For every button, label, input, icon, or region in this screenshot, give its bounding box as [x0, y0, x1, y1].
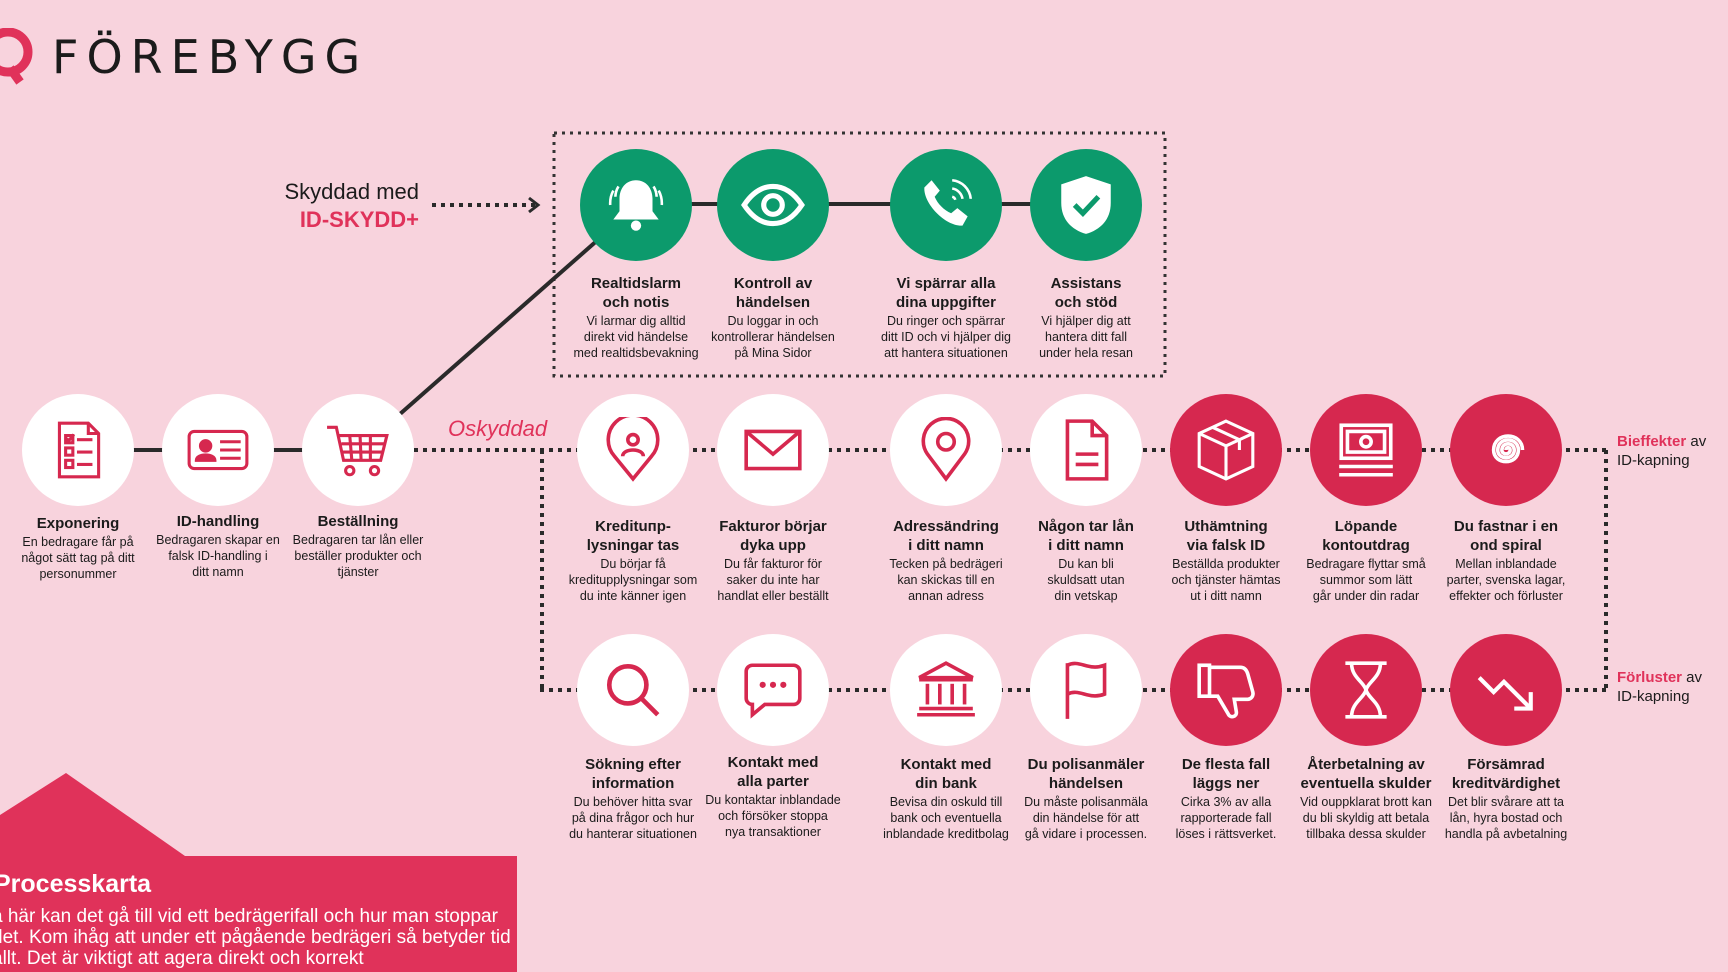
step-kreditvardighet	[1450, 634, 1562, 746]
step-fakturor	[717, 394, 829, 506]
id-card-icon	[187, 429, 249, 471]
trend-down-icon	[1477, 676, 1533, 711]
step-sparrar	[890, 149, 1002, 261]
caption-sparrar: Vi spärrar alla dina uppgifter Du ringer…	[881, 275, 1011, 360]
protected-label: Skyddad med ID-SKYDD+	[281, 178, 419, 234]
spiral-icon	[1491, 434, 1525, 464]
caption-assistans: Assistans och stöd Vi hjälper dig att ha…	[1039, 275, 1133, 360]
magnifier-icon	[606, 663, 660, 717]
logo-text: FÖREBYGG	[52, 30, 369, 84]
logo-mark-icon	[0, 27, 33, 85]
user-pin-icon	[606, 417, 660, 482]
hourglass-icon	[1345, 661, 1387, 719]
phone-icon	[924, 178, 973, 226]
banknote-icon	[1339, 423, 1393, 477]
caption-lan: Någon tar lån i ditt namn Du kan bli sku…	[1038, 518, 1134, 603]
caption-bank: Kontakt med din bank Bevisa din oskuld t…	[883, 756, 1009, 841]
unprotected-label: Oskyddad	[448, 416, 548, 441]
panel-tab	[0, 773, 185, 856]
step-adressandring	[890, 394, 1002, 506]
process-map-panel: Processkarta å här kan det gå till vid e…	[0, 856, 517, 972]
caption-bestallning: Beställning Bedragaren tar lån eller bes…	[292, 513, 424, 579]
envelope-icon	[744, 429, 802, 471]
caption-uthamtning: Uthämtning via falsk ID Beställda produk…	[1171, 518, 1281, 603]
flag-icon	[1065, 661, 1107, 719]
step-sokning	[577, 634, 689, 746]
caption-kreditvardighet: Försämrad kreditvärdighet Det blir svåra…	[1444, 756, 1568, 841]
side-label-effects: Bieffekter av ID-kapning	[1617, 433, 1707, 469]
protected-label-product: ID-SKYDD+	[299, 207, 419, 232]
step-realtidslarm	[580, 149, 692, 261]
step-uthamtning	[1170, 394, 1282, 506]
shield-check-icon	[1061, 176, 1111, 234]
step-assistans	[1030, 149, 1142, 261]
arrow-head	[528, 196, 541, 214]
location-pin-icon	[921, 417, 971, 482]
protected-label-line1: Skyddad med	[284, 179, 419, 204]
eye-icon	[741, 183, 805, 227]
step-polisanmalan	[1030, 634, 1142, 746]
diagonal-line	[398, 236, 602, 416]
package-icon	[1197, 419, 1255, 481]
caption-kontroll: Kontroll av händelsen Du loggar in och k…	[711, 275, 835, 360]
caption-sokning: Sökning efter information Du behöver hit…	[569, 756, 697, 841]
panel-body: å här kan det gå till vid ett bedrägerif…	[0, 906, 511, 969]
caption-polisanmalan: Du polisanmäler händelsen Du måste polis…	[1024, 756, 1148, 841]
caption-exponering: Exponering En bedragare får på något sät…	[21, 515, 135, 581]
step-kontroll	[717, 149, 829, 261]
checklist-icon	[57, 421, 101, 479]
step-exponering	[22, 394, 134, 506]
chat-bubble-icon	[744, 663, 802, 719]
caption-adressandring: Adressändring i ditt namn Tecken på bedr…	[889, 518, 1003, 603]
bell-icon	[608, 180, 664, 231]
caption-aterbetalning: Återbetalning av eventuella skulder Vid …	[1300, 756, 1432, 841]
panel-title: Processkarta	[0, 870, 152, 898]
caption-kontoutdrag: Löpande kontoutdrag Bedragare flyttar sm…	[1306, 518, 1426, 603]
step-id-handling	[162, 394, 274, 506]
step-bank	[890, 634, 1002, 746]
caption-spiral: Du fastnar i en ond spiral Mellan inblan…	[1446, 518, 1566, 603]
document-icon	[1065, 419, 1109, 481]
step-laggs-ner	[1170, 634, 1282, 746]
step-bestallning	[302, 394, 414, 506]
caption-realtidslarm: Realtidslarm och notis Vi larmar dig all…	[573, 275, 699, 360]
step-kreditupplysningar	[577, 394, 689, 506]
thumbs-down-icon	[1197, 663, 1255, 719]
caption-kontakt-parter: Kontakt med alla parter Du kontaktar inb…	[705, 754, 841, 839]
protected-box	[552, 131, 1167, 378]
step-kontoutdrag	[1310, 394, 1422, 506]
side-label-losses: Förluster av ID-kapning	[1617, 669, 1703, 705]
caption-kreditupplysningar: Kredituпp- lysningar tas Du börjar få kr…	[568, 518, 698, 603]
step-aterbetalning	[1310, 634, 1422, 746]
caption-fakturor: Fakturor börjar dyka upp Du får fakturor…	[717, 518, 829, 603]
bank-icon	[917, 661, 975, 717]
shopping-cart-icon	[327, 425, 389, 477]
step-kontakt-parter	[717, 634, 829, 746]
logo: FÖREBYGG	[0, 27, 360, 88]
caption-laggs-ner: De flesta fall läggs ner Cirka 3% av all…	[1175, 756, 1277, 841]
caption-id-handling: ID-handling Bedragaren skapar en falsk I…	[156, 513, 280, 579]
step-spiral	[1450, 394, 1562, 506]
step-lan	[1030, 394, 1142, 506]
